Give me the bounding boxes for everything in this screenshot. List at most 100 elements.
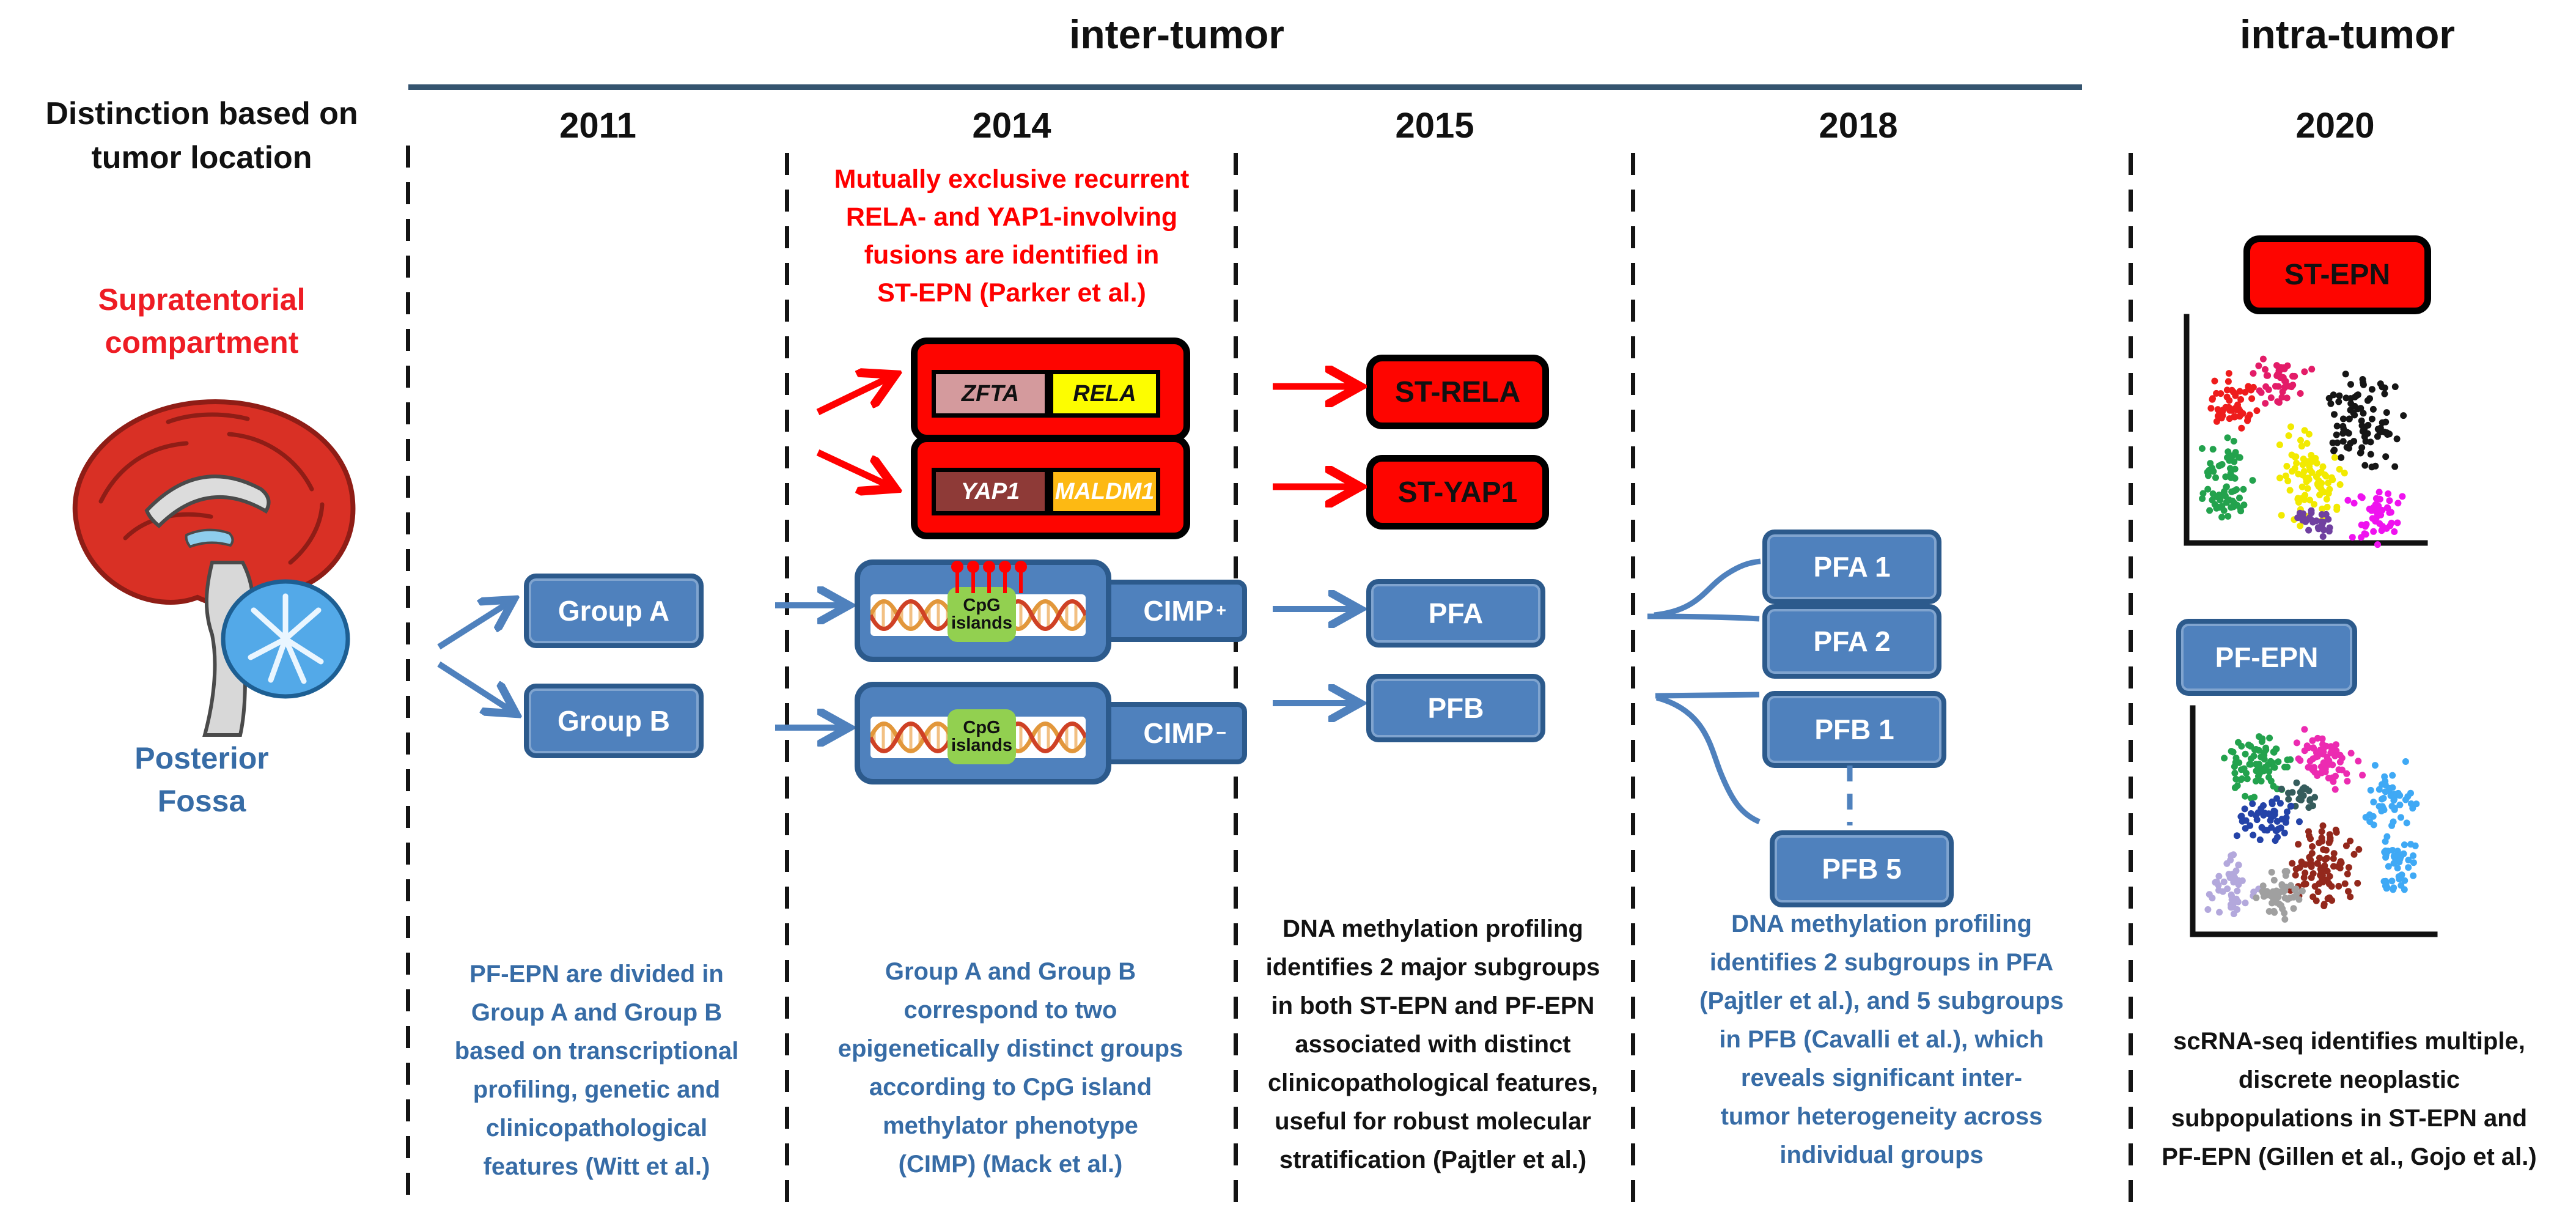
scatter-dot — [2367, 451, 2374, 458]
scatter-dot — [2326, 894, 2333, 901]
scatter-dot — [2319, 505, 2326, 512]
scatter-dot — [2242, 899, 2249, 907]
scatter-dot — [2268, 824, 2275, 831]
scatter-dot — [2305, 744, 2313, 751]
scatter-dot — [2322, 856, 2329, 863]
scatter-dot — [2253, 407, 2261, 415]
scatter-dot — [2382, 453, 2390, 460]
scatter-dot — [2227, 470, 2234, 477]
scatter-dot — [2288, 383, 2295, 391]
scatter-dot — [2382, 781, 2389, 789]
scatter-dot — [2361, 462, 2369, 469]
scatter-dot — [2250, 832, 2257, 839]
scatter-dot — [2281, 829, 2288, 836]
st-yap1-label: ST-YAP1 — [1397, 476, 1518, 509]
red-arrows-2014 — [816, 375, 894, 488]
scatter-dot — [2234, 887, 2241, 895]
scatter-dot — [2396, 876, 2403, 883]
cimp-minus-sign: − — [1216, 723, 1226, 743]
scatter-dot — [2251, 746, 2258, 753]
scatter-dot — [2249, 800, 2256, 807]
scatter-dot — [2336, 751, 2344, 759]
scatter-dot — [2230, 388, 2237, 396]
scatter-dot — [2355, 758, 2362, 765]
scatter-dot — [2267, 777, 2275, 784]
scatter-dot — [2300, 468, 2308, 475]
scatter-dot — [2379, 506, 2386, 514]
scatter-dot — [2240, 485, 2247, 493]
scatter-dot — [2360, 410, 2367, 417]
scatter-dot — [2385, 787, 2393, 794]
scatter-dot — [2250, 370, 2257, 377]
scatter-dot — [2252, 778, 2259, 784]
scatter-dot — [2336, 392, 2343, 399]
scatter-dot — [2375, 786, 2383, 793]
scatter-dot — [2388, 822, 2396, 829]
scatter-dot — [2249, 477, 2256, 484]
scatter-dot — [2268, 869, 2275, 876]
scatter-dot — [2287, 882, 2294, 889]
scatter-dot — [2220, 878, 2228, 885]
scatter-dot — [2276, 441, 2283, 448]
st-rela-box: ST-RELA — [1366, 355, 1549, 429]
scatter-dot — [2368, 386, 2375, 393]
scatter-dot — [2293, 739, 2300, 747]
scatter-dot — [2245, 383, 2252, 390]
scatter-dot — [2403, 819, 2410, 827]
scatter-dot — [2297, 437, 2304, 444]
scatter-dot — [2246, 412, 2253, 418]
maldm1-label: MALDM1 — [1054, 478, 1155, 504]
scatter-dot — [2317, 468, 2325, 476]
scatter-dot — [2325, 775, 2332, 781]
scatter-dot — [2318, 868, 2325, 875]
scatter-dot — [2247, 761, 2254, 768]
scatter-dot — [2383, 833, 2391, 840]
scatter-dot — [2283, 394, 2291, 402]
scatter-dot — [2336, 865, 2344, 872]
scatter-dot — [2256, 733, 2262, 740]
scatter-dot — [2238, 813, 2245, 820]
scatter-dot — [2341, 880, 2349, 887]
scatter-dot — [2381, 390, 2388, 397]
scatter-dot — [2291, 465, 2298, 472]
scatter-dot — [2301, 427, 2308, 434]
scatter-dot — [2295, 841, 2302, 848]
scatter-dot — [2347, 381, 2354, 388]
scatter-dot — [2215, 462, 2223, 470]
scatter-dot — [2382, 854, 2390, 861]
scatter-dot — [2410, 852, 2417, 859]
scatter-dot — [2276, 374, 2284, 382]
scatter-dot — [2231, 487, 2238, 495]
scatter-dot — [2286, 487, 2294, 494]
scatter-dot — [2298, 483, 2306, 490]
scatter-dot — [2236, 388, 2243, 395]
scatter-dot — [2350, 409, 2357, 416]
scatter-dot — [2244, 417, 2251, 424]
scatter-dot — [2308, 874, 2315, 881]
scatter-dot — [2207, 405, 2215, 412]
pfb5-box: PFB 5 — [1770, 830, 1954, 907]
scatter-dot — [2339, 423, 2347, 430]
scatter-dot — [2292, 871, 2299, 879]
scatter-dot — [2309, 802, 2316, 810]
scatter-dot — [2269, 798, 2276, 805]
scatter-dot — [2239, 410, 2247, 417]
scatter-dot — [2364, 397, 2371, 404]
scatter-dot — [2296, 864, 2303, 871]
year-2018: 2018 — [1819, 106, 1898, 146]
pfa2-box: PFA 2 — [1762, 604, 1941, 679]
scatter-dot — [2372, 462, 2379, 470]
scatter-dot — [2374, 541, 2381, 548]
scatter-dot — [2396, 855, 2404, 863]
scatter-dot — [2238, 742, 2245, 750]
scatter-dot — [2305, 787, 2313, 794]
scatter-dot — [2214, 493, 2221, 501]
scatter-dot — [2226, 465, 2234, 472]
scatter-dot — [2386, 430, 2393, 438]
scatter-dot — [2274, 833, 2281, 841]
scatter-dot — [2306, 797, 2314, 804]
scatter-dot — [2339, 438, 2347, 445]
scatter-dot — [2272, 383, 2279, 390]
scatter-dot — [2230, 438, 2237, 445]
